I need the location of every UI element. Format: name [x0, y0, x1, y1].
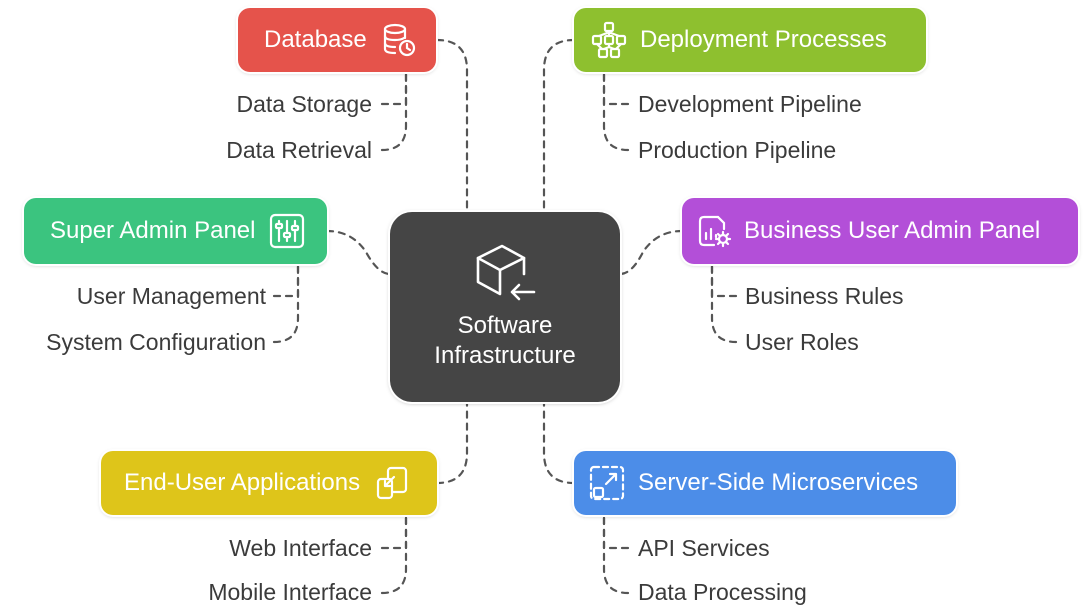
software-infrastructure-node: Software Infrastructure: [390, 212, 620, 402]
business-admin-node: Business User Admin Panel: [682, 198, 1078, 264]
business-admin-title: Business User Admin Panel: [744, 217, 1041, 244]
end-user-item-mobile-interface: Mobile Interface: [208, 579, 372, 605]
database-node: Database: [238, 8, 436, 72]
connector-development-pipeline: [602, 70, 630, 106]
microservices-item-api-services: API Services: [638, 535, 770, 561]
connector-microservices: [542, 400, 576, 485]
app-transfer-icon: [374, 465, 410, 501]
connector-system-configuration: [272, 262, 300, 344]
connector-super-admin: [325, 229, 392, 276]
connector-deployment: [542, 38, 576, 214]
connector-business-rules: [710, 262, 738, 298]
connector-mobile-interface: [380, 514, 408, 595]
connector-user-management: [272, 262, 300, 298]
database-clock-icon: [381, 22, 417, 58]
connector-end-user: [435, 400, 469, 485]
expand-arrows-icon: [588, 464, 626, 502]
chart-gear-icon: [696, 213, 732, 249]
cube-arrow-icon: [474, 242, 538, 311]
connector-data-retrieval: [380, 70, 408, 152]
center-title-line2: Infrastructure: [434, 342, 576, 369]
connector-api-services: [602, 514, 630, 550]
database-item-data-retrieval: Data Retrieval: [226, 137, 372, 163]
deployment-item-development-pipeline: Development Pipeline: [638, 91, 862, 117]
deployment-title: Deployment Processes: [640, 26, 887, 53]
end-user-node: End-User Applications: [101, 451, 437, 515]
deployment-item-production-pipeline: Production Pipeline: [638, 137, 837, 163]
super-admin-title: Super Admin Panel: [50, 217, 256, 244]
end-user-title: End-User Applications: [124, 469, 361, 496]
business-admin-item-business-rules: Business Rules: [745, 283, 904, 309]
super-admin-item-system-configuration: System Configuration: [46, 329, 266, 355]
connector-business-admin: [618, 229, 684, 276]
microservices-title: Server-Side Microservices: [638, 469, 919, 496]
connector-data-storage: [380, 70, 408, 106]
connector-web-interface: [380, 514, 408, 550]
sliders-icon: [269, 213, 305, 249]
business-admin-item-user-roles: User Roles: [745, 329, 859, 355]
connector-production-pipeline: [602, 70, 630, 152]
microservices-node: Server-Side Microservices: [574, 451, 956, 515]
connector-database: [435, 38, 469, 214]
super-admin-node: Super Admin Panel: [24, 198, 327, 264]
deployment-node: Deployment Processes: [574, 8, 926, 72]
database-title: Database: [264, 26, 367, 53]
workflow-nodes-icon: [590, 21, 628, 59]
microservices-item-data-processing: Data Processing: [638, 579, 807, 605]
super-admin-item-user-management: User Management: [76, 283, 266, 309]
end-user-item-web-interface: Web Interface: [229, 535, 372, 561]
connector-data-processing: [602, 514, 630, 595]
database-item-data-storage: Data Storage: [236, 91, 372, 117]
center-title-line1: Software: [457, 312, 553, 339]
connector-user-roles: [710, 262, 738, 344]
